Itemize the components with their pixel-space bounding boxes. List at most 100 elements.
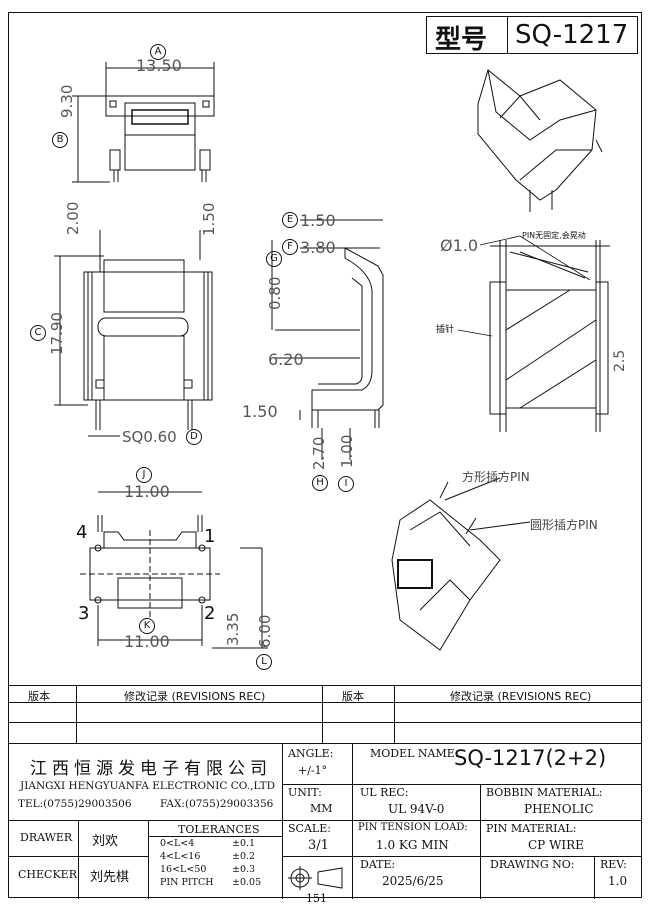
dim-phi: Ø1.0 [440,236,479,255]
pin-1-label: 1 [204,526,216,547]
pin-note: PIN无固定,会晃动 [522,231,586,240]
tolerance-value: ±0.3 [232,864,256,875]
dim-f-value: 3.80 [300,238,336,257]
rev-col-record-1: 修改记录 (REVISIONS REC) [124,690,266,703]
unit-value: MM [310,802,333,815]
tolerance-range: 16<L<50 [160,864,207,875]
rev-label: REV: [600,858,627,871]
dim-g-value: 0.80 [266,276,284,310]
dim-circle-g: G [266,251,282,267]
dim-b-value: 9.30 [58,84,76,118]
drawing-no-label: DRAWING NO: [490,858,575,871]
dim-circle-k: K [139,618,155,634]
dim-circle-f: F [282,239,298,255]
dim-circle-e: E [282,212,298,228]
drawer-value: 刘欢 [92,834,119,849]
dim-c-value: 17.90 [48,312,66,355]
dim-circle-d: D [186,429,202,445]
dim-circle-c: C [30,325,46,341]
iso-view-bottom [391,477,531,651]
dim-335: 3.35 [224,612,242,646]
dim-top-150: 1.50 [200,202,218,236]
dim-l-value: 6.00 [256,614,274,648]
tolerance-range: PIN PITCH [160,877,214,888]
bobbin-label: BOBBIN MATERIAL: [486,786,603,799]
rev-col-record-2: 修改记录 (REVISIONS REC) [450,690,592,703]
top-view [72,62,215,183]
dim-side-620: 6.20 [268,350,304,369]
dim-circle-a: A [150,44,166,60]
section-small-label: 插针 [436,325,455,335]
bobbin-value: PHENOLIC [524,802,594,816]
dim-j-value: 11.00 [124,482,170,501]
date-value: 2025/6/25 [382,874,444,888]
model-header-box: 型号 SQ-1217 [426,16,638,55]
pin-tension-value: 1.0 KG MIN [376,838,449,852]
model-name-label: MODEL NAME: [370,747,459,760]
dim-top-2: 2.00 [64,201,82,235]
date-label: DATE: [360,858,396,871]
tolerance-value: ±0.1 [232,838,256,849]
title-block: 江西恒源发电子有限公司 JIANGXI HENGYUANFA ELECTRONI… [8,743,642,899]
rev-col-version-1: 版本 [28,690,50,703]
drawer-label: DRAWER [20,831,73,844]
projection-symbol [288,866,343,890]
tolerance-row: 0<L<4 ±0.1 [160,838,280,851]
company-fax: FAX:(0755)29003356 [160,798,274,810]
ul-value: UL 94V-0 [388,802,445,816]
pin-material-label: PIN MATERIAL: [486,822,577,835]
company-name-cn: 江西恒源发电子有限公司 [30,759,272,779]
tolerance-row: 4<L<16 ±0.2 [160,851,280,864]
pin-4-label: 4 [76,522,88,543]
checker-label: CHECKER [18,868,77,881]
model-name-value: SQ-1217(2+2) [454,746,607,770]
tolerances-label: TOLERANCES [178,823,260,836]
dim-circle-b: B [52,132,68,148]
footer-number: 151 [306,892,327,905]
bottom-view [80,491,268,649]
rev-value: 1.0 [608,874,628,888]
dim-i-value: 1.00 [338,434,356,468]
model-label: 型号 [435,25,488,55]
dim-circle-h: H [312,475,328,491]
front-view [54,230,213,437]
dim-circle-j: J [136,467,152,483]
pin-material-value: CP WIRE [528,838,584,852]
revision-table: 版本 修改记录 (REVISIONS REC) 版本 修改记录 (REVISIO… [8,685,642,744]
iso-view-top [477,69,603,212]
dim-k-value: 11.00 [124,632,170,651]
angle-value: +/-1° [298,764,328,777]
pin-2-label: 2 [204,603,216,624]
tolerance-value: ±0.2 [232,851,256,862]
dim-circle-l: L [256,654,272,670]
technical-drawing [54,62,610,651]
tolerance-range: 4<L<16 [160,851,201,862]
dim-25: 2.5 [612,349,628,372]
unit-label: UNIT: [288,786,322,799]
tolerance-row: PIN PITCH ±0.05 [160,877,280,890]
company-name-en: JIANGXI HENGYUANFA ELECTRONIC CO.,LTD [20,780,276,792]
round-pin-label: 圆形插方PIN [530,518,598,532]
tolerance-value: ±0.05 [232,877,262,888]
pin-3-label: 3 [78,603,90,624]
pin-tension-label: PIN TENSION LOAD: [358,822,468,833]
scale-value: 3/1 [308,838,329,853]
dim-side-150: 1.50 [242,402,278,421]
company-tel: TEL:(0755)29003506 [18,798,132,810]
drawing-frame [8,12,642,898]
tolerance-row: 16<L<50 ±0.3 [160,864,280,877]
dim-circle-i: I [338,476,354,492]
dim-d-value: SQ0.60 [122,428,177,446]
dim-h-value: 2.70 [310,436,328,470]
tolerance-range: 0<L<4 [160,838,195,849]
checker-value: 刘先棋 [90,870,130,885]
dim-a-value: 13.50 [136,56,182,75]
model-value: SQ-1217 [515,20,629,50]
angle-label: ANGLE: [288,747,334,760]
section-view [489,240,610,432]
dim-e-value: 1.50 [300,211,336,230]
side-view [271,219,384,460]
square-pin-label: 方形插方PIN [462,470,530,484]
scale-label: SCALE: [288,822,331,835]
rev-col-version-2: 版本 [342,690,364,703]
